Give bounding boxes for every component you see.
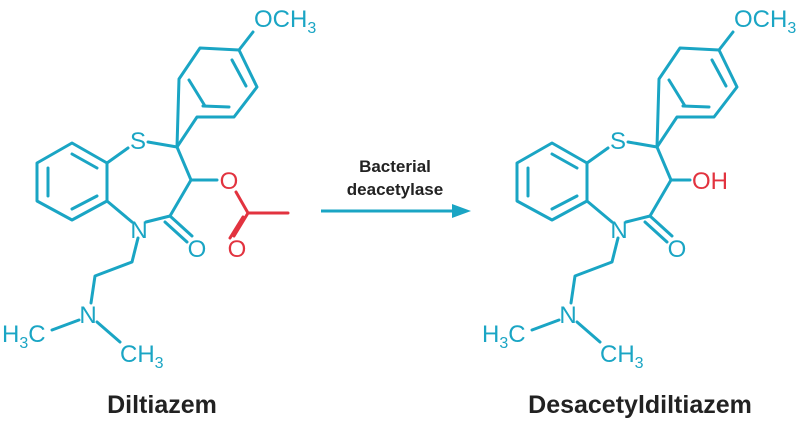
sulfur-label: S <box>130 128 146 155</box>
carbonyl-oxygen-label: O <box>188 236 207 263</box>
svg-text:N: N <box>610 217 627 244</box>
svg-text:H3C: H3C <box>482 321 526 352</box>
nitrogen-label: N <box>130 217 147 244</box>
svg-text:OCH3: OCH3 <box>254 6 316 37</box>
desacetyldiltiazem-atom-labels: S N O OH N OCH3 H3C CH3 <box>482 6 796 372</box>
amine-nitrogen-label: N <box>79 302 96 329</box>
diltiazem-atom-labels: S N O O O N OCH3 H3C CH3 <box>2 6 316 372</box>
enzyme-label-line2: deacetylase <box>347 180 443 199</box>
hydroxyl-label: OH <box>692 168 728 195</box>
diltiazem-structure <box>35 30 290 344</box>
svg-text:S: S <box>610 128 626 155</box>
acetyl-oxygen-label: O <box>228 236 247 263</box>
desacetyldiltiazem-structure <box>515 30 739 344</box>
desacetyldiltiazem-name: Desacetyldiltiazem <box>528 391 752 419</box>
diltiazem-name: Diltiazem <box>107 391 217 419</box>
svg-text:O: O <box>668 236 687 263</box>
methoxy-label: OCH <box>254 6 307 33</box>
svg-text:CH3: CH3 <box>600 341 644 372</box>
arrowhead-icon <box>452 204 471 218</box>
svg-text:N: N <box>559 302 576 329</box>
enzyme-label-line1: Bacterial <box>359 157 431 176</box>
svg-text:H3C: H3C <box>2 321 46 352</box>
reaction-arrow <box>321 204 471 218</box>
ester-oxygen-label: O <box>220 168 239 195</box>
svg-text:OCH3: OCH3 <box>734 6 796 37</box>
svg-text:CH3: CH3 <box>120 341 164 372</box>
